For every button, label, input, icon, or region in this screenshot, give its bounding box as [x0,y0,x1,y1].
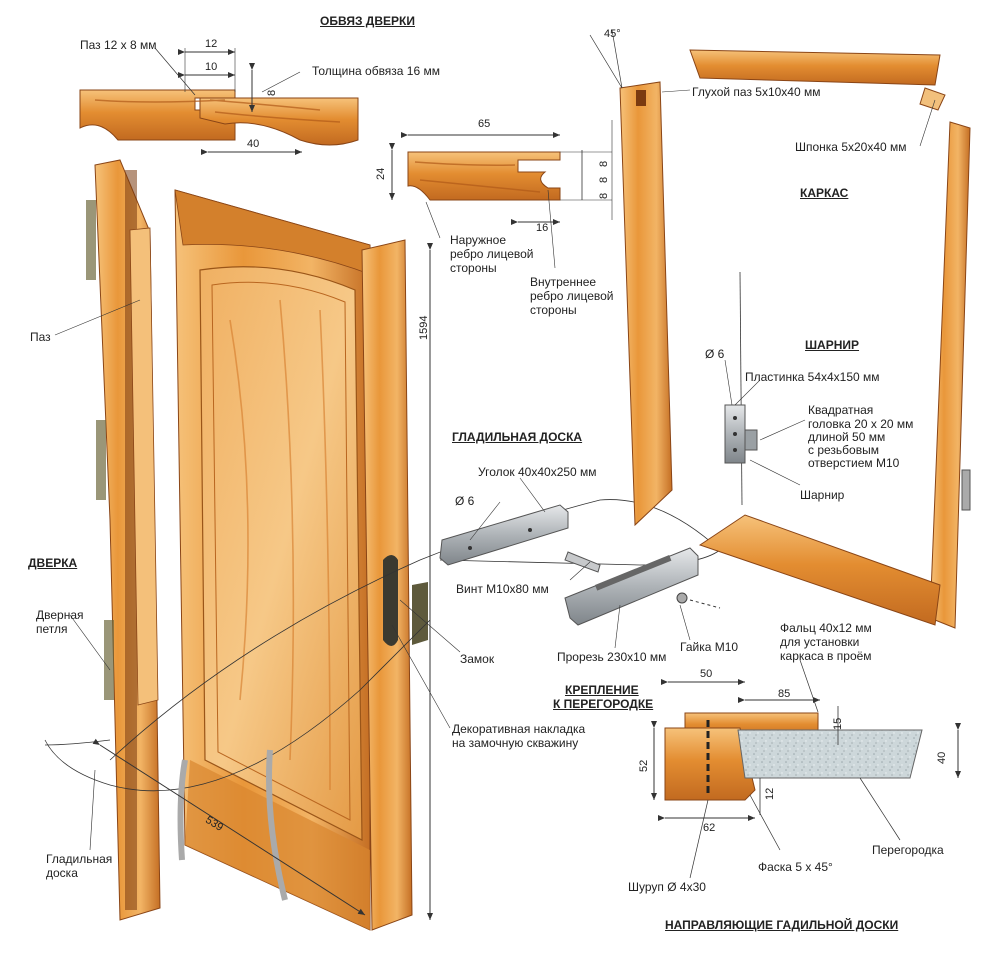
label-gladilnaya-2: доска [46,866,78,880]
label-petlya-1: Дверная [36,608,84,622]
dim-65: 65 [478,118,491,130]
label-paz: Паз [30,330,51,344]
label-kvadratnaya-4: с резьбовым [808,443,879,457]
frame-karkas [589,29,971,629]
leader-lines [54,89,936,851]
door-side-view [86,159,161,921]
label-kvadratnaya-2: головка 20 х 20 мм [808,417,914,431]
dim-8c: 8 [598,192,610,199]
dim-45: 45° [604,28,621,40]
label-shurup: Шуруп Ø 4х30 [628,880,706,894]
label-sharnir: Шарнир [800,488,845,502]
label-faska: Фаска 5 х 45° [758,860,833,874]
heading-kreplenie-2: К ПЕРЕГОРОДКЕ [553,697,654,711]
dim-10: 10 [205,61,218,73]
heading-kreplenie-1: КРЕПЛЕНИЕ [565,683,639,697]
label-vnutrennee-1: Внутреннее [530,275,597,289]
label-kvadratnaya-1: Квадратная [808,403,874,417]
label-dekorativnaya-2: на замочную скважину [452,736,579,750]
label-glukhoy-paz: Глухой паз 5х10х40 мм [692,85,821,99]
label-falts-2: для установки [780,635,860,649]
label-naruzhnoe-1: Наружное [450,233,507,247]
label-kvadratnaya-5: отверстием М10 [808,456,900,470]
dim-40-right: 40 [936,751,948,764]
label-naruzhnoe-3: стороны [450,261,497,275]
heading-gladilnaya: ГЛАДИЛЬНАЯ ДОСКА [452,430,583,444]
label-ugolok: Уголок 40х40х250 мм [478,465,597,479]
label-shponka: Шпонка 5х20х40 мм [795,140,907,154]
dim-12: 12 [205,38,218,50]
label-gladilnaya-1: Гладильная [46,852,113,866]
dim-12-b: 12 [764,787,776,800]
label-falts-1: Фальц 40х12 мм [780,621,872,635]
label-petlya-2: петля [36,622,68,636]
label-prorez: Прорезь 230х10 мм [557,650,667,664]
label-kvadratnaya-3: длиной 50 мм [808,430,886,444]
dim-40-top: 40 [247,138,260,150]
dim-85: 85 [778,688,791,700]
label-vnutrennee-2: ребро лицевой [530,289,614,303]
heading-napravl: НАПРАВЛЯЮЩИЕ ГАДИЛЬНОЙ ДОСКИ [665,918,899,932]
partition-detail [651,659,961,879]
label-falts-3: каркаса в проём [780,649,872,663]
label-diam6-board: Ø 6 [455,494,475,508]
label-plastinka: Пластинка 54х4х150 мм [745,370,880,384]
hardware [439,504,721,626]
dim-8: 8 [266,89,278,96]
dim-62: 62 [703,822,716,834]
dim-1594: 1594 [418,315,430,340]
obvyaz-profile [79,47,359,155]
heading-dverka: ДВЕРКА [28,556,78,570]
dim-50: 50 [700,668,713,680]
door-front [44,189,721,931]
label-naruzhnoe-2: ребро лицевой [450,247,534,261]
label-diam6-hinge: Ø 6 [705,347,725,361]
rail-profile [389,132,612,269]
label-peregorodka: Перегородка [872,843,944,857]
label-vnutrennee-3: стороны [530,303,577,317]
dim-8b: 8 [598,176,610,183]
heading-obvyaz: ОБВЯЗ ДВЕРКИ [320,14,415,28]
dim-24: 24 [375,167,387,180]
dim-15: 15 [832,717,844,730]
label-gayka: Гайка М10 [680,640,739,654]
heading-sharnir: ШАРНИР [805,338,860,352]
dim-52: 52 [638,759,650,772]
dim-8a: 8 [598,160,610,167]
label-vint: Винт М10х80 мм [456,582,549,596]
label-tolshchina: Толщина обвяза 16 мм [312,64,440,78]
label-dekorativnaya-1: Декоративная накладка [452,722,586,736]
label-zamok: Замок [460,652,495,666]
label-paz-12x8: Паз 12 х 8 мм [80,38,157,52]
heading-karkas: КАРКАС [800,186,849,200]
dim-16: 16 [536,222,549,234]
